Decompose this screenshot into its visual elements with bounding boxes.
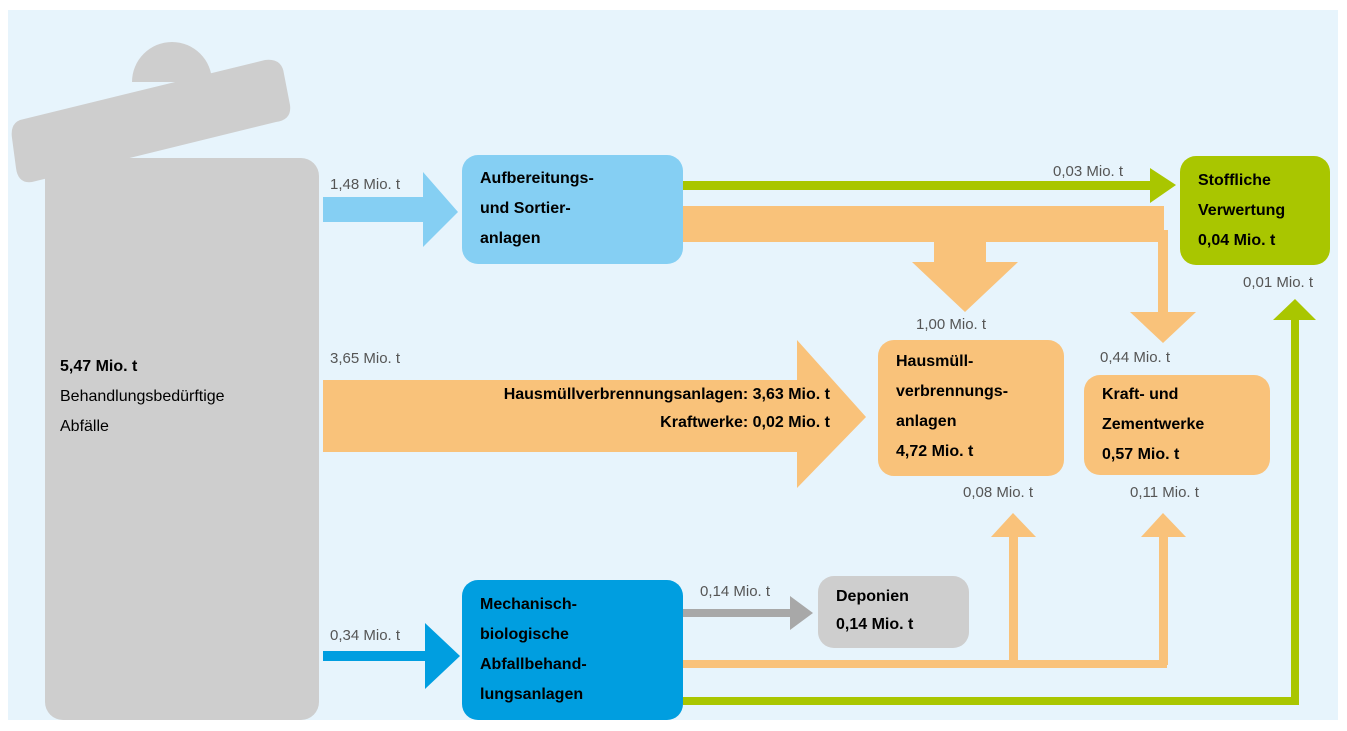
flow-arrow-to-incineration	[323, 340, 866, 488]
node-incineration-line2: verbrennungs-	[896, 383, 1009, 400]
source-name-line2: Abfälle	[60, 418, 109, 435]
node-mbt-plants: Mechanisch- biologische Abfallbehand- lu…	[462, 580, 683, 720]
node-mbt-line2: biologische	[480, 626, 569, 643]
source-name-line1: Behandlungsbedürftige	[60, 388, 225, 405]
flow-mbt-to-landfill	[683, 609, 793, 617]
flow-sorting-to-incineration	[683, 206, 1164, 312]
flow-label-to-sorting: 1,48 Mio. t	[330, 176, 401, 193]
bin-lid-handle	[132, 42, 212, 82]
node-cement-line1: Kraft- und	[1102, 386, 1179, 403]
flow-label-sorting-to-cement: 0,44 Mio. t	[1100, 349, 1171, 366]
node-cement-line2: Zementwerke	[1102, 416, 1205, 433]
flow-sorting-to-recycling	[683, 181, 1155, 190]
node-incineration: Hausmüll- verbrennungs- anlagen 4,72 Mio…	[878, 340, 1064, 476]
node-sorting-plants: Aufbereitungs- und Sortier- anlagen	[462, 155, 683, 264]
node-incineration-line1: Hausmüll-	[896, 353, 974, 370]
flow-sorting-to-cement	[1130, 230, 1196, 343]
node-mbt-line3: Abfallbehand-	[480, 656, 587, 673]
node-recycling-line1: Stoffliche	[1198, 172, 1271, 189]
node-recycling: Stoffliche Verwertung 0,04 Mio. t	[1180, 156, 1330, 265]
source-label: 5,47 Mio. t Behandlungsbedürftige Abfäll…	[60, 352, 225, 442]
waste-bin-icon	[11, 42, 319, 720]
node-sorting-line2: und Sortier-	[480, 200, 571, 217]
bin-body	[45, 158, 319, 720]
source-amount: 5,47 Mio. t	[60, 358, 138, 375]
flow-split-incineration: Hausmüllverbrennungsanlagen: 3,63 Mio. t	[503, 386, 830, 403]
node-sorting-line1: Aufbereitungs-	[480, 170, 594, 187]
node-mbt-line1: Mechanisch-	[480, 596, 577, 613]
flow-label-mbt-to-recycling: 0,01 Mio. t	[1243, 274, 1314, 291]
flow-split-power: Kraftwerke: 0,02 Mio. t	[660, 414, 830, 431]
flow-label-sorting-to-recycling: 0,03 Mio. t	[1053, 163, 1124, 180]
node-landfill-line1: Deponien	[836, 588, 909, 605]
node-recycling-line2: Verwertung	[1198, 202, 1286, 219]
node-recycling-line3: 0,04 Mio. t	[1198, 232, 1276, 249]
node-landfill-line2: 0,14 Mio. t	[836, 616, 914, 633]
flow-label-mbt-to-cement: 0,11 Mio. t	[1130, 484, 1199, 501]
node-cement-line3: 0,57 Mio. t	[1102, 446, 1180, 463]
node-incineration-line4: 4,72 Mio. t	[896, 443, 974, 460]
node-sorting-line3: anlagen	[480, 230, 541, 247]
flow-arrow-to-sorting	[323, 172, 458, 247]
flow-label-sorting-to-incineration: 1,00 Mio. t	[916, 316, 987, 333]
flow-mbt-to-recycling	[683, 299, 1316, 705]
node-landfill: Deponien 0,14 Mio. t	[818, 576, 969, 648]
flow-label-mbt-to-landfill: 0,14 Mio. t	[700, 583, 771, 600]
flow-arrow-to-mbt	[323, 623, 460, 689]
bin-lid	[11, 59, 291, 183]
node-mbt-line4: lungsanlagen	[480, 686, 584, 703]
flow-mbt-to-plants	[683, 513, 1186, 668]
node-power-cement: Kraft- und Zementwerke 0,57 Mio. t	[1084, 375, 1270, 475]
flow-label-to-mbt: 0,34 Mio. t	[330, 627, 401, 644]
node-incineration-line3: anlagen	[896, 413, 957, 430]
flow-label-to-incineration: 3,65 Mio. t	[330, 350, 401, 367]
flow-label-mbt-to-incineration: 0,08 Mio. t	[963, 484, 1034, 501]
